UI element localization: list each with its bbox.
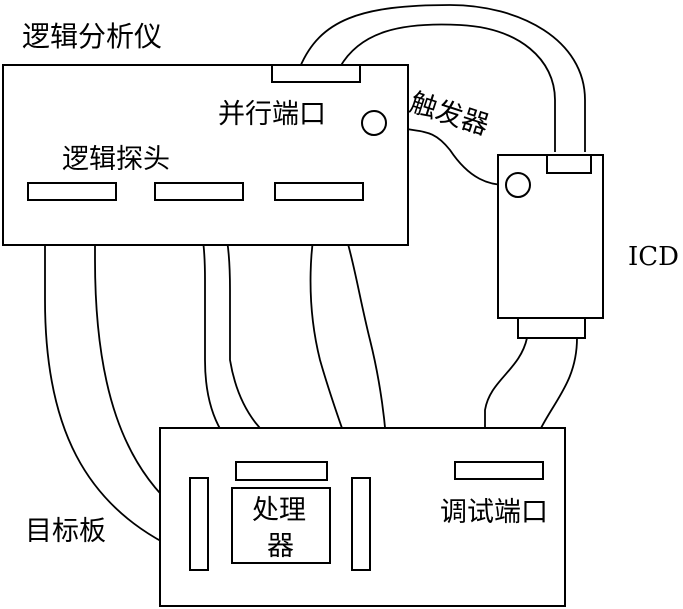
probe-connector-3 (274, 182, 364, 201)
wire-trigger (385, 123, 507, 186)
label-logic-probe: 逻辑探头 (62, 144, 170, 175)
logic-analyzer-box (2, 64, 409, 246)
label-processor-line1: 处理 (252, 495, 306, 526)
wire-parallel-icd-inner (339, 23, 556, 152)
processor-box (231, 487, 331, 564)
probe-connector-1 (27, 182, 117, 201)
analyzer-trigger-circle (361, 110, 387, 136)
debug-port-connector (454, 461, 544, 480)
target-right-connector (351, 477, 371, 571)
label-parallel-port: 并行端口 (218, 99, 326, 130)
wire-probe1-outer (44, 202, 191, 556)
label-icd: ICD (628, 242, 679, 272)
probe-connector-2 (154, 182, 244, 201)
wire-parallel-icd-outer (299, 4, 586, 152)
label-logic-analyzer: 逻辑分析仪 (22, 20, 162, 53)
icd-bottom-connector (517, 317, 586, 339)
processor-top-connector (235, 461, 328, 481)
target-left-connector (189, 477, 209, 571)
wire-icd-debug-left (484, 337, 528, 462)
icd-trigger-circle (505, 172, 531, 198)
label-target-board: 目标板 (25, 516, 106, 547)
label-processor-line2: 器 (267, 531, 294, 562)
label-debug-port: 调试端口 (440, 497, 548, 528)
label-trigger: 触发器 (406, 87, 493, 142)
icd-top-connector (546, 154, 592, 174)
parallel-port-connector (271, 64, 361, 83)
